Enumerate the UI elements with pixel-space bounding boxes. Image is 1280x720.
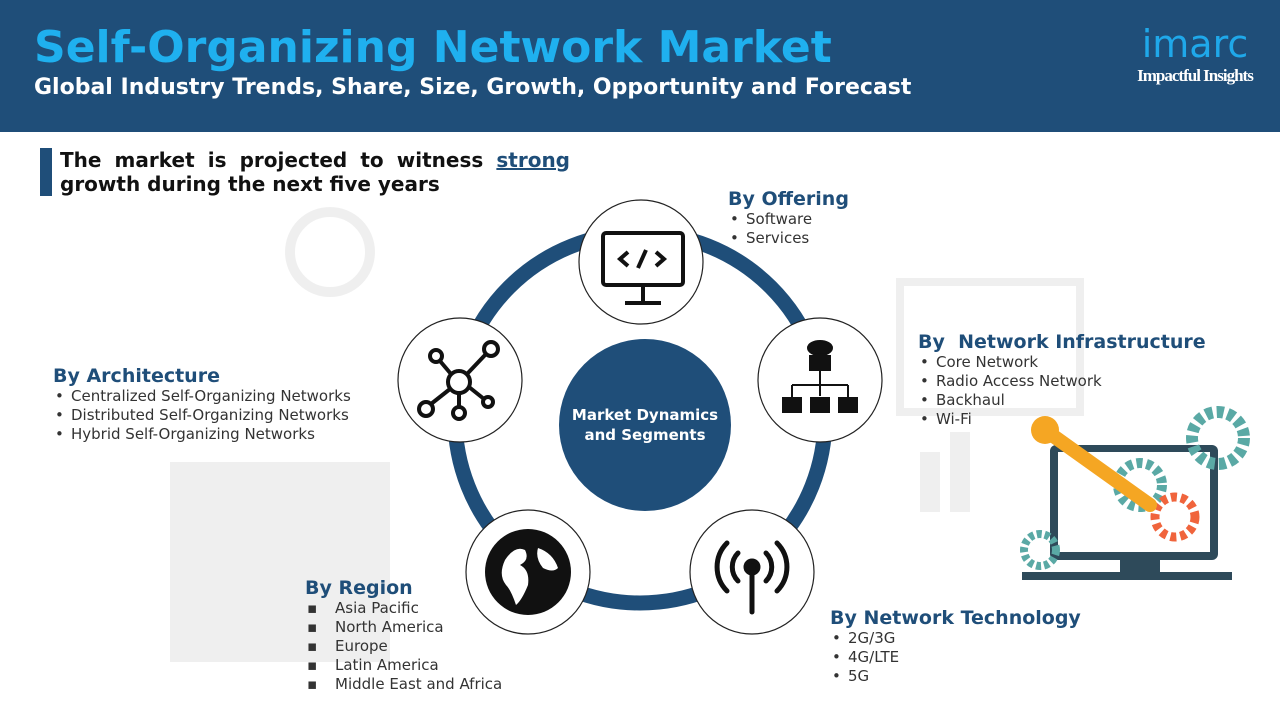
page-title: Self-Organizing Network Market — [34, 22, 832, 73]
claim-text: The market is projected to witness — [60, 148, 497, 172]
globe-icon — [485, 529, 571, 615]
list-item: Backhaul — [918, 391, 1206, 410]
list-item: Middle East and Africa — [305, 675, 502, 694]
logo-text: imarc — [1141, 22, 1249, 66]
server-network-icon — [782, 340, 858, 413]
header-banner: Self-Organizing Network Market Global In… — [0, 0, 1280, 132]
list-item: Services — [728, 229, 849, 248]
list-item: Asia Pacific — [305, 599, 502, 618]
wrench-gears-illustration — [1020, 406, 1250, 580]
claim-text-end: growth during the next five years — [60, 172, 440, 196]
segment-title: By Network Infrastructure — [918, 331, 1206, 353]
segment-region: By Region Asia PacificNorth AmericaEurop… — [305, 577, 502, 694]
logo-tagline: Impactful Insights — [1137, 66, 1254, 85]
segment-title: By Offering — [728, 188, 849, 210]
segment-infrastructure: By Network Infrastructure Core NetworkRa… — [918, 331, 1206, 429]
list-item: Europe — [305, 637, 502, 656]
list-item: Hybrid Self-Organizing Networks — [53, 425, 351, 444]
list-item: Latin America — [305, 656, 502, 675]
list-item: Radio Access Network — [918, 372, 1206, 391]
network-hub-icon — [417, 340, 500, 421]
segment-title: By Region — [305, 577, 413, 599]
segment-architecture: By Architecture Centralized Self-Organiz… — [53, 365, 351, 444]
segment-offering: By Offering SoftwareServices — [728, 188, 849, 248]
segment-technology: By Network Technology 2G/3G4G/LTE5G — [830, 607, 1081, 686]
architecture-node — [397, 317, 523, 443]
list-item: Software — [728, 210, 849, 229]
market-claim: The market is projected to witness stron… — [40, 148, 570, 196]
antenna-signal-icon — [714, 540, 790, 615]
list-item: Wi-Fi — [918, 410, 1206, 429]
claim-highlight: strong — [496, 148, 570, 172]
list-item: Distributed Self-Organizing Networks — [53, 406, 351, 425]
list-item: 5G — [830, 667, 1081, 686]
list-item: 4G/LTE — [830, 648, 1081, 667]
list-item: North America — [305, 618, 502, 637]
list-item: 2G/3G — [830, 629, 1081, 648]
center-hub: Market Dynamics and Segments — [559, 339, 731, 511]
code-monitor-icon — [601, 231, 685, 305]
segment-title: By Network Technology — [830, 607, 1081, 629]
imarc-logo: imarc Impactful Insights — [1120, 22, 1270, 86]
segment-title: By Architecture — [53, 365, 220, 387]
list-item: Core Network — [918, 353, 1206, 372]
list-item: Centralized Self-Organizing Networks — [53, 387, 351, 406]
page-subtitle: Global Industry Trends, Share, Size, Gro… — [34, 75, 912, 100]
